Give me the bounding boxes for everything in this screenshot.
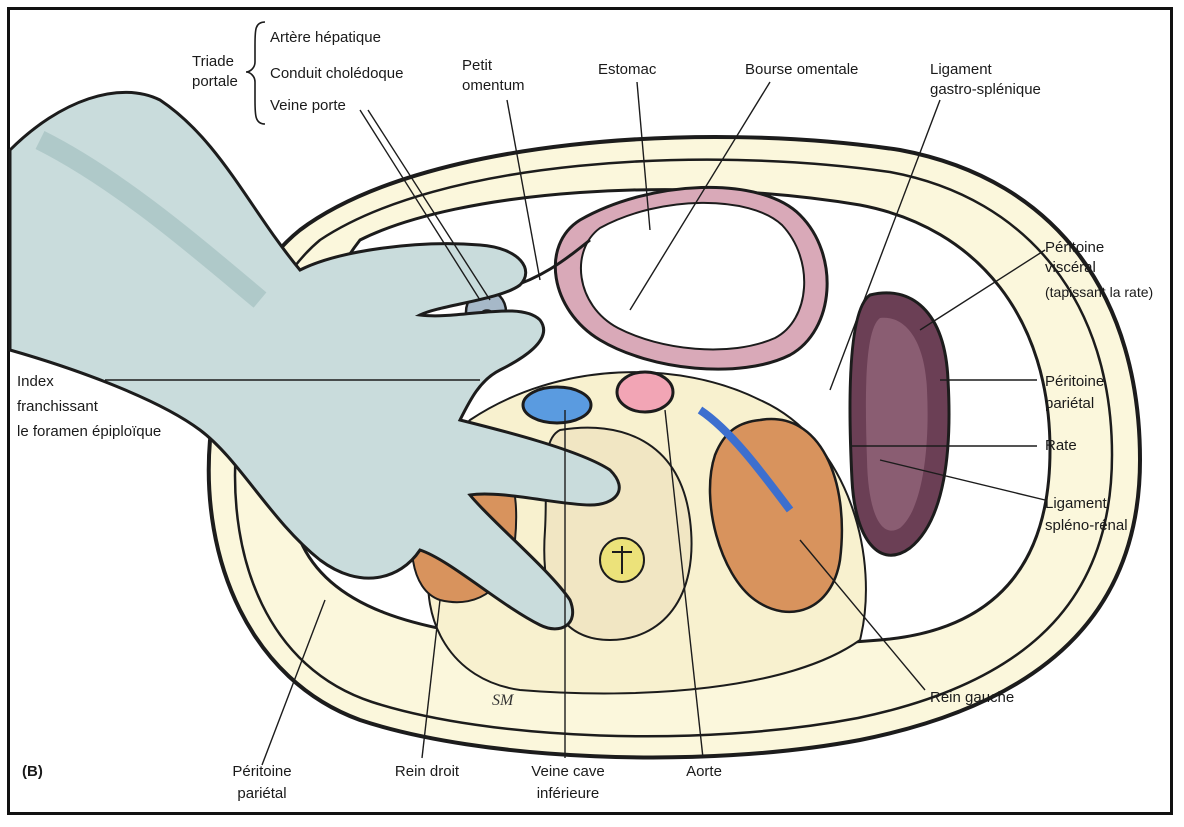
label-rein-droit: Rein droit bbox=[382, 762, 472, 782]
label-rein-gauche: Rein gauche bbox=[930, 688, 1014, 708]
label-triade-2: portale bbox=[192, 72, 238, 92]
inferior-vena-cava bbox=[523, 387, 591, 423]
label-veine-porte: Veine porte bbox=[270, 96, 346, 116]
label-lsr-2: spléno-rénal bbox=[1045, 516, 1128, 536]
label-pv-3: (tapissant la rate) bbox=[1045, 282, 1153, 302]
label-pp-right-1: Péritoine bbox=[1045, 372, 1104, 392]
label-aorte: Aorte bbox=[674, 762, 734, 782]
signature: SM bbox=[492, 692, 515, 709]
label-bourse-omentale: Bourse omentale bbox=[745, 60, 858, 80]
label-index-2: franchissant bbox=[17, 397, 98, 417]
label-vci-2: inférieure bbox=[520, 784, 616, 804]
label-pp-bottom-1: Péritoine bbox=[222, 762, 302, 782]
label-lig-gs-2: gastro-splénique bbox=[930, 80, 1041, 100]
triad-brace bbox=[246, 22, 265, 124]
label-triade-1: Triade bbox=[192, 52, 234, 72]
aorta bbox=[617, 372, 673, 412]
label-artere-hepatique: Artère hépatique bbox=[270, 28, 381, 48]
label-pv-1: Péritoine bbox=[1045, 238, 1104, 258]
panel-letter: (B) bbox=[22, 762, 43, 782]
spleen bbox=[850, 293, 949, 555]
label-pp-bottom-2: pariétal bbox=[222, 784, 302, 804]
label-index-3: le foramen épiploïque bbox=[17, 422, 161, 442]
label-vci-1: Veine cave bbox=[520, 762, 616, 782]
label-conduit-choledoque: Conduit cholédoque bbox=[270, 64, 403, 84]
label-pp-right-2: pariétal bbox=[1045, 394, 1094, 414]
label-lsr-1: Ligament bbox=[1045, 494, 1107, 514]
label-petit-1: Petit bbox=[462, 56, 492, 76]
label-petit-2: omentum bbox=[462, 76, 525, 96]
label-lig-gs-1: Ligament bbox=[930, 60, 992, 80]
label-estomac: Estomac bbox=[598, 60, 656, 80]
label-pv-2: viscéral bbox=[1045, 258, 1096, 278]
label-rate: Rate bbox=[1045, 436, 1077, 456]
label-index-1: Index bbox=[17, 372, 54, 392]
